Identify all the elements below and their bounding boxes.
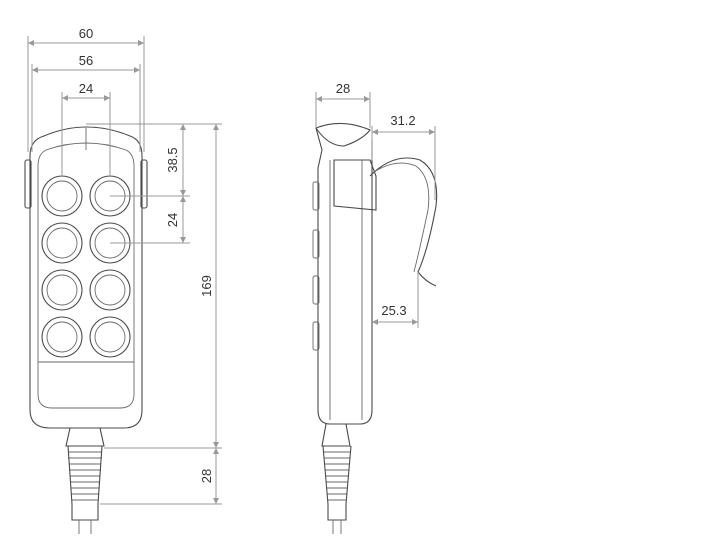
front-strain-relief [65, 427, 105, 534]
dim-front-inner-width: 56 [79, 53, 93, 68]
button-8 [89, 316, 131, 358]
pendant-body-outline [29, 126, 143, 429]
dim-front-overall-width: 60 [79, 26, 93, 41]
button-1 [41, 175, 83, 217]
side-dimensions [315, 92, 436, 328]
dim-button-pitch-vertical: 24 [165, 213, 180, 227]
front-view: 60 56 24 38.5 24 169 28 [24, 26, 222, 534]
front-dimensions [27, 36, 222, 505]
dim-strain-relief-length: 28 [199, 469, 214, 483]
dim-side-depth: 28 [336, 81, 350, 96]
button-7 [41, 316, 83, 358]
side-strain-relief [321, 423, 352, 534]
dim-top-to-first-row: 38.5 [165, 147, 180, 172]
dim-overall-length: 169 [199, 275, 214, 297]
dim-hook-depth: 25.3 [381, 303, 406, 318]
hanging-hook [369, 157, 438, 287]
side-button-bump-3 [312, 275, 320, 305]
button-6 [89, 269, 131, 311]
side-top-cap [315, 122, 371, 147]
side-button-bump-2 [312, 229, 320, 259]
left-side-grip [24, 159, 32, 209]
side-button-bump-4 [312, 321, 320, 351]
button-5 [41, 269, 83, 311]
dim-hook-offset: 31.2 [390, 113, 415, 128]
side-view: 28 31.2 25.3 [312, 81, 438, 534]
button-grid [41, 175, 131, 358]
pendant-face-panel [37, 142, 135, 409]
right-side-grip [140, 159, 148, 209]
side-body-outline [315, 127, 373, 425]
side-button-bump-1 [312, 181, 320, 211]
dim-button-pitch-horizontal: 24 [79, 81, 93, 96]
button-3 [41, 222, 83, 264]
belt-clip-bracket [333, 159, 377, 211]
